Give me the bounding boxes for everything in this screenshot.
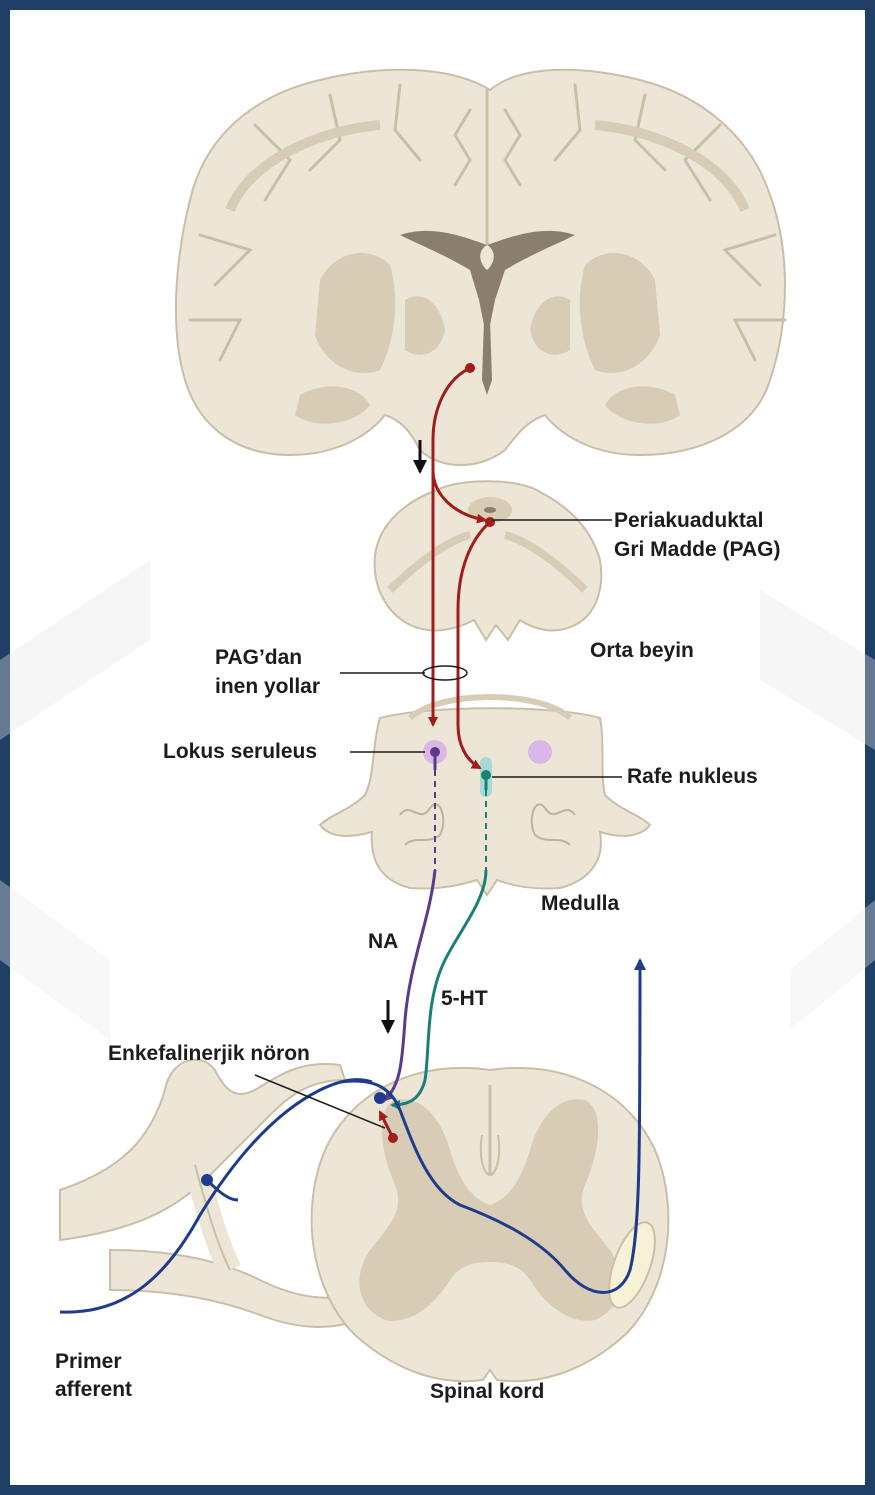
raphe-nucleus-label: Rafe nukleus [627, 765, 758, 788]
midbrain-label: Orta beyin [590, 639, 694, 662]
medulla-label: Medulla [541, 892, 619, 915]
cerebrum-coronal-section [176, 70, 785, 465]
pag-paths-label-line1: PAG’dan [215, 646, 302, 669]
primary-afferent-label-line1: Primer [55, 1350, 122, 1373]
primary-afferent-label-line2: afferent [55, 1378, 132, 1401]
enkephalinergic-neuron-label: Enkefalinerjik nöron [108, 1042, 310, 1065]
pag-label-line1: Periakuaduktal [614, 509, 763, 532]
spinal-cord-section [60, 1060, 668, 1382]
pag-paths-label-line2: inen yollar [215, 675, 320, 698]
na-label: NA [368, 930, 398, 953]
pag-label-line2: Gri Madde (PAG) [614, 538, 780, 561]
locus-coeruleus-label: Lokus seruleus [163, 740, 317, 763]
locus-coeruleus-right [528, 740, 552, 764]
midbrain-section [375, 481, 602, 640]
left-basal-ganglia [315, 253, 395, 373]
spinal-cord-label: Spinal kord [430, 1380, 544, 1403]
right-basal-ganglia [580, 253, 660, 373]
serotonin-label: 5-HT [441, 987, 488, 1010]
